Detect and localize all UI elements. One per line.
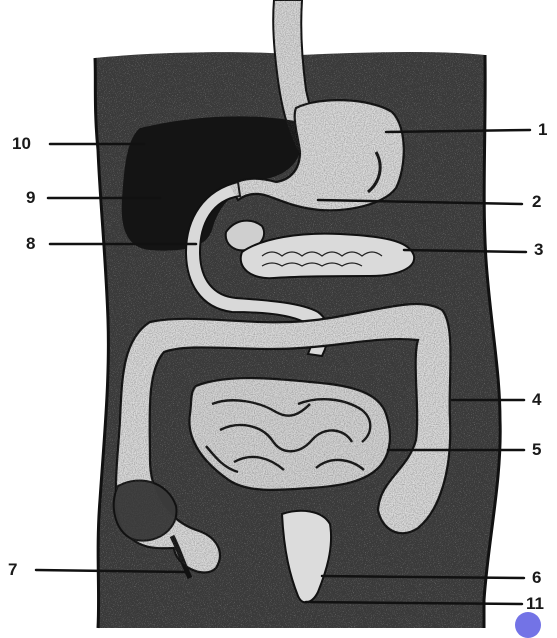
label-11: 11 — [526, 594, 544, 614]
label-4: 4 — [532, 390, 541, 410]
label-9: 9 — [26, 188, 35, 208]
label-3: 3 — [534, 240, 543, 260]
label-2: 2 — [532, 192, 541, 212]
label-8: 8 — [26, 234, 35, 254]
pancreas — [241, 234, 414, 279]
label-7: 7 — [8, 560, 17, 580]
label-1: 1 — [538, 120, 547, 140]
label-10: 10 — [12, 134, 31, 154]
corner-dot — [515, 612, 541, 638]
label-6: 6 — [532, 568, 541, 588]
label-5: 5 — [532, 440, 541, 460]
